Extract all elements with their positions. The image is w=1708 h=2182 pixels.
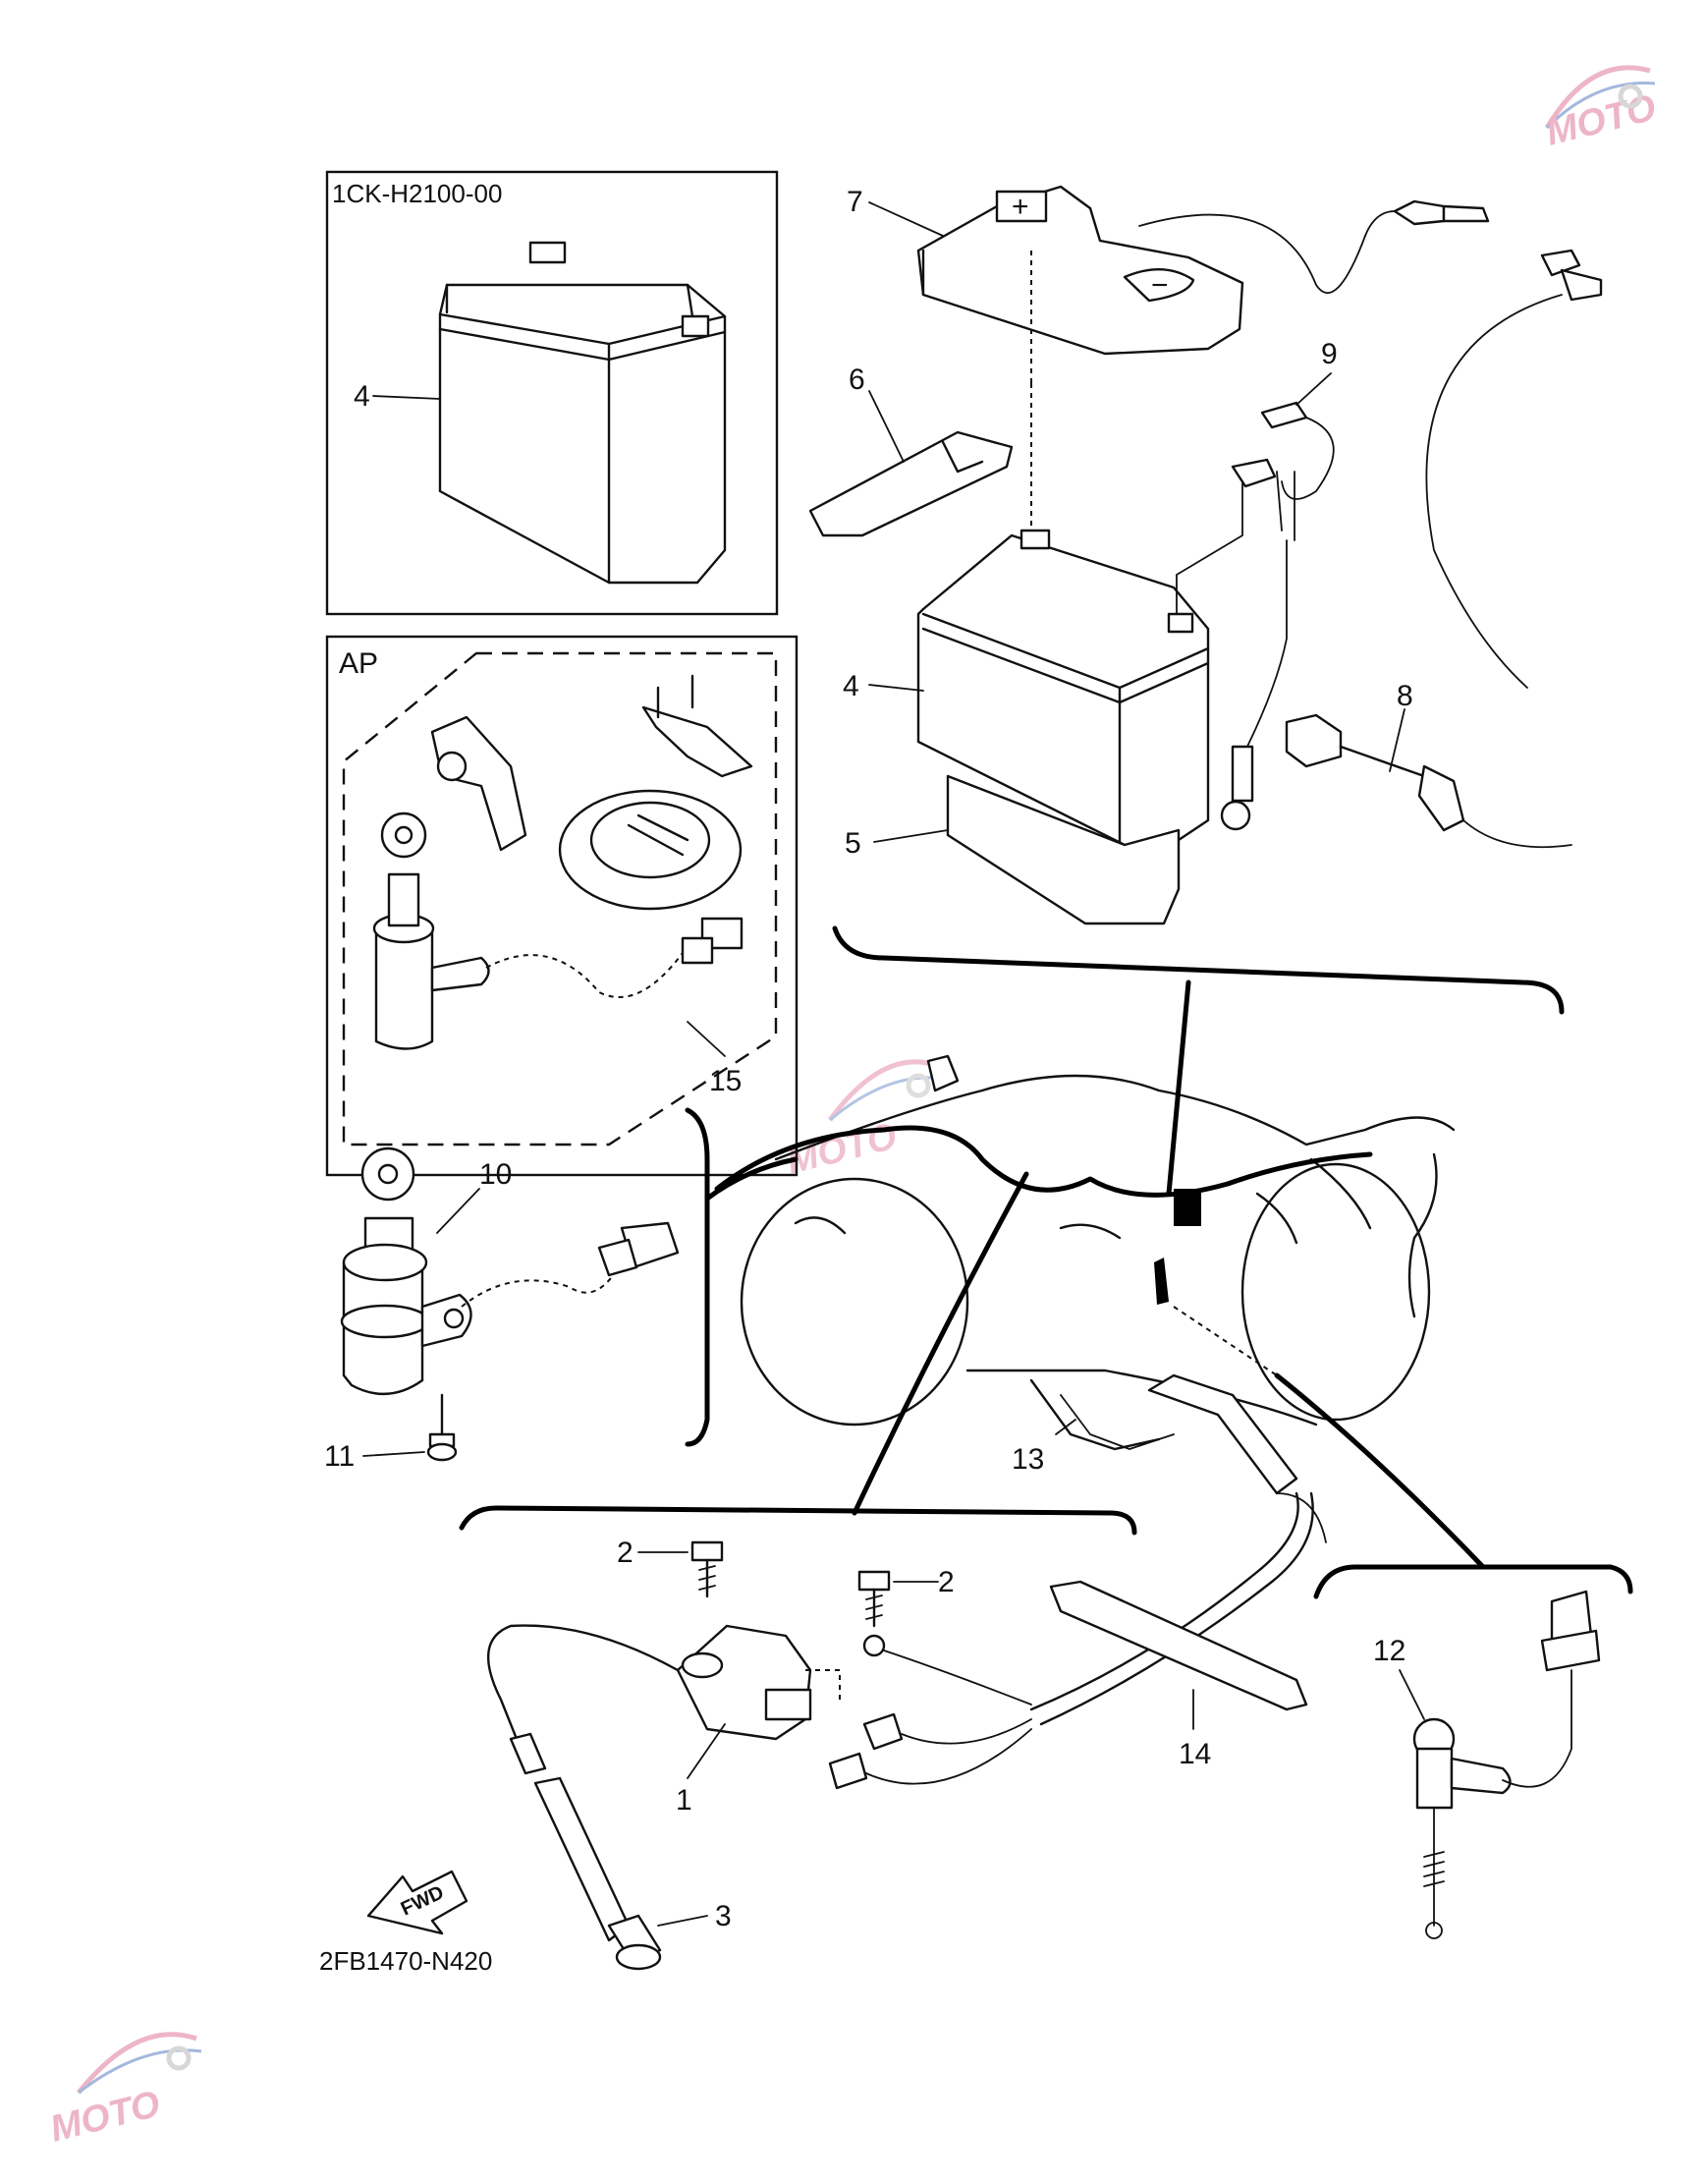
- label-part-5: 5: [845, 827, 861, 860]
- label-part-2a: 2: [617, 1537, 634, 1569]
- label-part-8: 8: [1397, 680, 1413, 712]
- cover-plus-symbol: +: [1012, 191, 1029, 223]
- inset-battery-variant: 1CK-H2100-00 4: [325, 170, 779, 616]
- label-part-2b: 2: [938, 1566, 955, 1598]
- label-part-4: 4: [843, 670, 859, 702]
- forward-arrow-icon: FWD: [366, 1870, 468, 1935]
- label-part-3: 3: [715, 1900, 732, 1932]
- ignition-coil-group: 2 2 3 1 14: [459, 1491, 1314, 1971]
- svg-text:MOTO: MOTO: [46, 2084, 164, 2151]
- diagram-code: 2FB1470-N420: [319, 1946, 492, 1976]
- label-part-4-variant: 4: [354, 380, 370, 413]
- battery-group: + − 6 4 5: [808, 185, 1603, 1015]
- label-part-14: 14: [1179, 1738, 1211, 1770]
- label-part-1: 1: [676, 1784, 692, 1817]
- label-part-7: 7: [847, 186, 863, 218]
- label-part-13: 13: [1012, 1443, 1044, 1476]
- label-part-11: 11: [324, 1440, 355, 1473]
- label-part-15: 15: [709, 1065, 742, 1097]
- watermark-logo-top: MOTO: [1542, 65, 1660, 154]
- inset-code: 1CK-H2100-00: [332, 179, 502, 208]
- cover-minus-symbol: −: [1151, 269, 1169, 302]
- inset-ap-set: AP 15: [325, 635, 799, 1177]
- watermark-logo-center: MOTO: [783, 1059, 944, 1183]
- inset-ap-title: AP: [339, 647, 378, 680]
- label-part-10: 10: [479, 1158, 512, 1191]
- watermark-logo-bottom: MOTO: [46, 2032, 202, 2151]
- switch-group-right: 12: [1313, 1564, 1633, 1939]
- label-part-6: 6: [849, 364, 865, 396]
- motorcycle-outline: 13: [714, 979, 1486, 1570]
- label-part-9: 9: [1321, 338, 1338, 370]
- label-part-12: 12: [1373, 1635, 1405, 1667]
- ignition-switch-group: 10 11: [324, 1107, 799, 1473]
